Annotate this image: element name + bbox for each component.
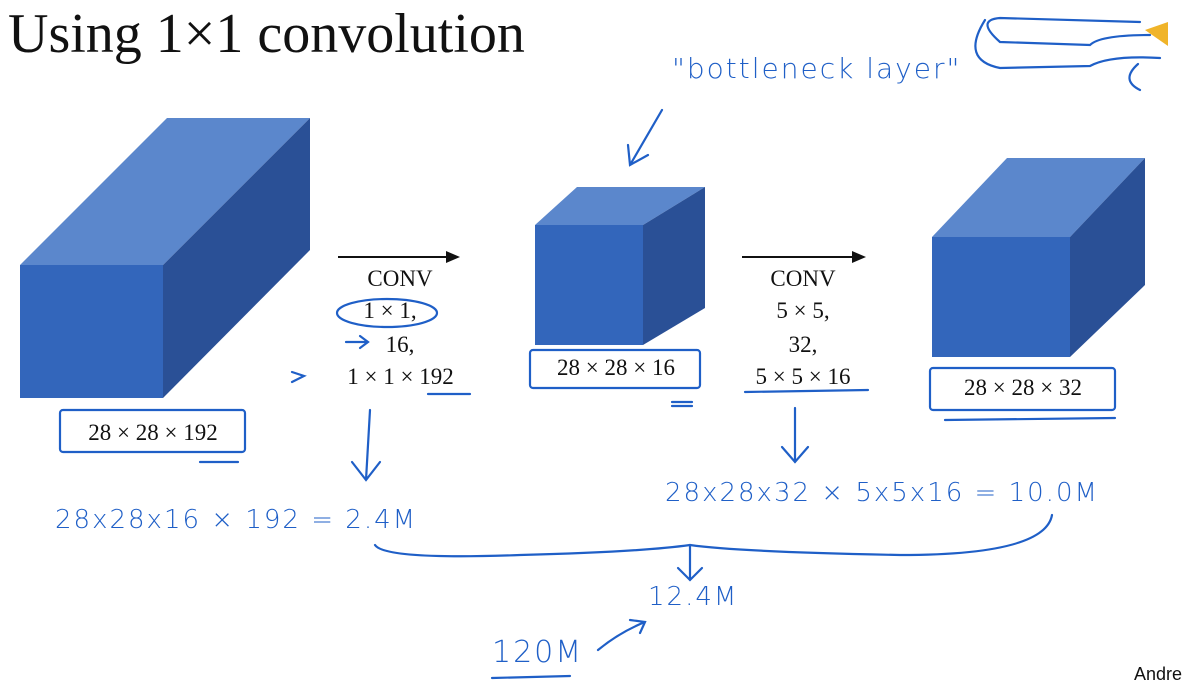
total-cost: 12.4M [648, 582, 739, 612]
bottleneck-layer-note: "bottleneck layer" [672, 52, 962, 85]
input-volume-label: 28 × 28 × 192 [88, 420, 218, 445]
conv1-filter-shape: 1 × 1 × 192 [347, 364, 454, 389]
bottleneck-volume-cube [535, 187, 705, 345]
pen-cursor-icon [1145, 22, 1168, 46]
conv1-label: CONV [367, 266, 433, 291]
conv1-cost: 28x28x16 × 192 = 2.4M [55, 505, 418, 535]
conv1-arrow [338, 251, 460, 263]
output-volume-label: 28 × 28 × 32 [964, 375, 1082, 400]
input-volume-cube [20, 118, 310, 398]
output-volume-cube [932, 158, 1145, 357]
slide-title: Using 1×1 convolution [8, 3, 525, 65]
conv2-kernel: 5 × 5, [776, 298, 830, 323]
conv2-cost: 28x28x32 × 5x5x16 = 10.0M [665, 478, 1099, 508]
conv2-label: CONV [770, 266, 836, 291]
conv2-filters: 32, [788, 332, 818, 357]
credit-text: Andre [1133, 664, 1182, 684]
bottleneck-volume-label: 28 × 28 × 16 [557, 355, 675, 380]
conv2-arrow [742, 251, 866, 263]
handwritten-annotations [58, 16, 1162, 680]
conv1-filters: 16, [385, 332, 415, 357]
previous-cost: 120M [492, 635, 584, 670]
conv1-kernel: 1 × 1, [363, 298, 417, 323]
conv2-filter-shape: 5 × 5 × 16 [755, 364, 851, 389]
